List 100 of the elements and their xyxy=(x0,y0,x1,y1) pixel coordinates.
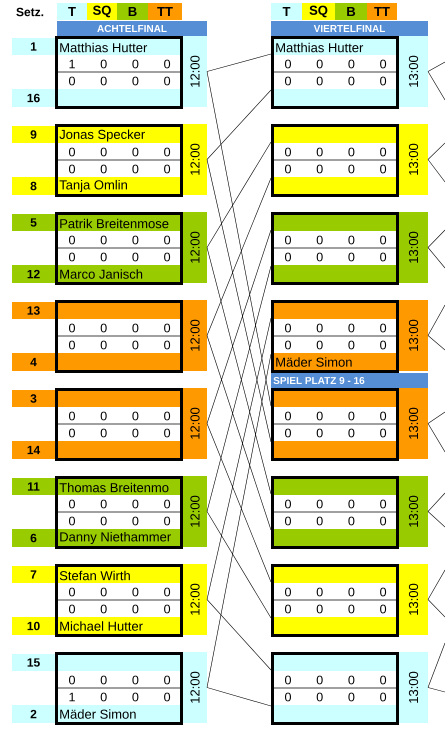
match-box xyxy=(55,652,183,725)
column-header: B xyxy=(117,3,148,20)
score: 0 xyxy=(100,588,107,596)
match-box xyxy=(55,388,183,461)
score: 0 xyxy=(380,692,386,702)
score: 0 xyxy=(164,588,170,596)
score: 0 xyxy=(164,340,170,350)
name-row xyxy=(58,655,180,671)
score: 0 xyxy=(316,164,323,174)
score: 0 xyxy=(132,76,138,86)
bracket-line xyxy=(428,492,445,512)
score: 0 xyxy=(316,60,323,68)
round-banner: VIERTELFINAL xyxy=(271,21,428,36)
score: 0 xyxy=(285,428,291,438)
score: 0 xyxy=(316,588,323,596)
score: 0 xyxy=(100,412,107,420)
seed-cell: 9 xyxy=(12,126,55,143)
time-cell: 13:00 xyxy=(399,476,428,547)
name-row xyxy=(274,567,396,583)
name-row xyxy=(274,391,396,407)
score: 0 xyxy=(132,604,138,614)
score: 0 xyxy=(316,604,323,614)
score: 0 xyxy=(348,236,354,244)
time-cell: 12:00 xyxy=(183,564,207,635)
name-row xyxy=(58,303,180,319)
score: 0 xyxy=(100,604,107,614)
score: 0 xyxy=(164,676,170,684)
name-row xyxy=(274,303,396,319)
score: 0 xyxy=(100,692,107,702)
score: 0 xyxy=(100,76,107,86)
score: 0 xyxy=(285,516,291,526)
score: 0 xyxy=(100,428,107,438)
seed-cell: 8 xyxy=(12,177,55,195)
name-row: Marco Janisch xyxy=(58,265,180,282)
name-row xyxy=(274,441,396,458)
bracket-line xyxy=(428,687,445,692)
seed-cell: 12 xyxy=(12,265,55,283)
score: 0 xyxy=(348,500,354,508)
column-header: SQ xyxy=(87,3,117,20)
name-row: Thomas Breitenmo xyxy=(58,479,180,495)
column-header: T xyxy=(271,3,302,20)
time-cell: 12:00 xyxy=(183,212,207,283)
score: 0 xyxy=(69,76,75,86)
match-box xyxy=(271,212,399,285)
score: 0 xyxy=(132,412,138,420)
time-cell: 12:00 xyxy=(183,652,207,723)
bracket-line xyxy=(206,71,272,406)
score: 0 xyxy=(69,588,75,596)
name-row xyxy=(274,705,396,722)
score: 0 xyxy=(164,412,170,420)
name-row xyxy=(58,89,180,106)
score: 0 xyxy=(69,500,75,508)
score: 0 xyxy=(380,60,386,68)
score: 0 xyxy=(132,500,138,508)
score: 0 xyxy=(285,252,291,262)
column-header: SQ xyxy=(302,3,335,20)
score: 0 xyxy=(380,412,386,420)
score: 0 xyxy=(164,76,170,86)
bracket-line xyxy=(428,142,445,160)
round-banner: SPIEL PLATZ 9 - 16 xyxy=(271,373,428,388)
bracket-line xyxy=(206,230,272,424)
score: 0 xyxy=(132,252,138,262)
score: 0 xyxy=(69,340,75,350)
name-row xyxy=(274,215,396,231)
score: 0 xyxy=(348,252,354,262)
bracket-line xyxy=(428,159,445,182)
seed-cell: 3 xyxy=(12,390,55,407)
bracket-line xyxy=(206,511,272,618)
score: 0 xyxy=(164,60,170,68)
score: 0 xyxy=(285,324,291,332)
name-row: Mäder Simon xyxy=(274,353,396,370)
time-cell: 13:00 xyxy=(399,388,428,459)
bracket-line xyxy=(428,71,445,100)
name-row xyxy=(274,655,396,671)
bracket-line xyxy=(428,304,445,336)
match-box xyxy=(271,388,399,461)
score: 0 xyxy=(380,324,386,332)
column-heading: Setz. xyxy=(16,8,44,16)
name-row: Matthias Hutter xyxy=(58,39,180,55)
score: 0 xyxy=(69,236,75,244)
score: 0 xyxy=(69,252,75,262)
bracket-line xyxy=(428,335,445,350)
score: 0 xyxy=(380,236,386,244)
score: 0 xyxy=(164,324,170,332)
score: 0 xyxy=(380,76,386,86)
match-box xyxy=(271,36,399,109)
score: 0 xyxy=(348,76,354,86)
score: 0 xyxy=(316,324,323,332)
score: 0 xyxy=(348,164,354,174)
score: 0 xyxy=(100,516,107,526)
name-row xyxy=(274,127,396,143)
seed-cell: 7 xyxy=(12,566,55,583)
time-cell: 13:00 xyxy=(399,652,428,723)
time-cell: 12:00 xyxy=(183,300,207,371)
score: 0 xyxy=(380,164,386,174)
seed-cell: 1 xyxy=(12,38,55,55)
name-row xyxy=(58,353,180,370)
score: 0 xyxy=(380,340,386,350)
name-row xyxy=(274,177,396,194)
score: 0 xyxy=(348,324,354,332)
